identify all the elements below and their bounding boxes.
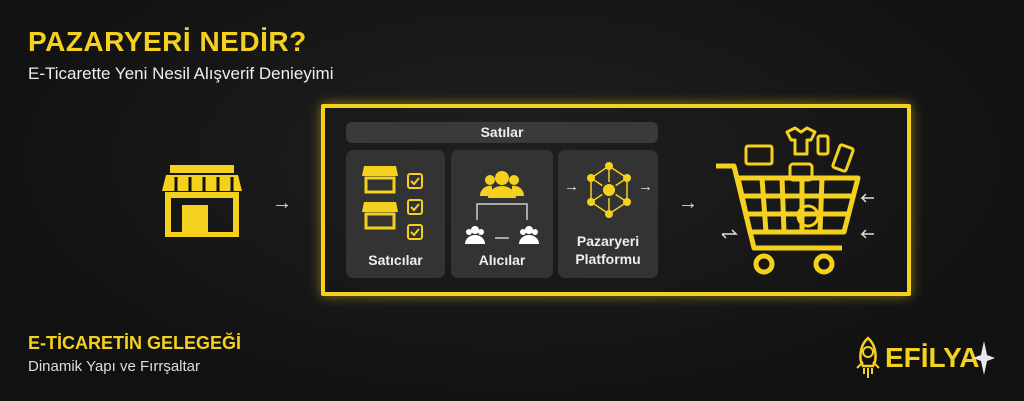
sellers-label: Satıcılar [368, 252, 423, 268]
rocket-logo-icon [856, 336, 880, 378]
efilya-logo: EFİLYA [855, 336, 996, 380]
network-hub-icon [587, 162, 631, 218]
page-title: PAZARYERİ NEDİR? [28, 26, 307, 57]
arrow-out-icon: → [638, 178, 653, 195]
logo-text: EFİLYA [885, 342, 980, 373]
card-sellers: Satıcılar [346, 150, 445, 278]
seller-stores-icon [362, 166, 423, 240]
buyers-label: Alıcılar [478, 252, 526, 268]
arrow-icon: → [272, 192, 292, 214]
footer-subtitle: Dinamik Yapı ve Fırrşaltar [28, 358, 200, 375]
platform-label-2: Platformu [575, 251, 641, 267]
platform-label-1: Pazaryeri [576, 233, 640, 249]
marketplace-frame [321, 104, 911, 296]
footer-title: E-TİCARETİN GELEGEĞİ [28, 333, 242, 353]
buyers-group-icon [465, 171, 539, 244]
arrow-to-cart-icon: → [678, 192, 698, 214]
store-icon [162, 165, 242, 237]
page-subtitle: E-Ticarette Yeni Nesil Alışverif Denieyi… [28, 64, 334, 83]
card-platform: → → Pazaryeri Platformu [558, 150, 658, 278]
sparkle-icon [973, 341, 996, 375]
sales-bar: Satılar [346, 122, 658, 143]
card-buyers: Alıcılar [451, 150, 553, 278]
arrow-in-icon: → [564, 178, 579, 195]
shopping-cart-icon [716, 126, 874, 275]
